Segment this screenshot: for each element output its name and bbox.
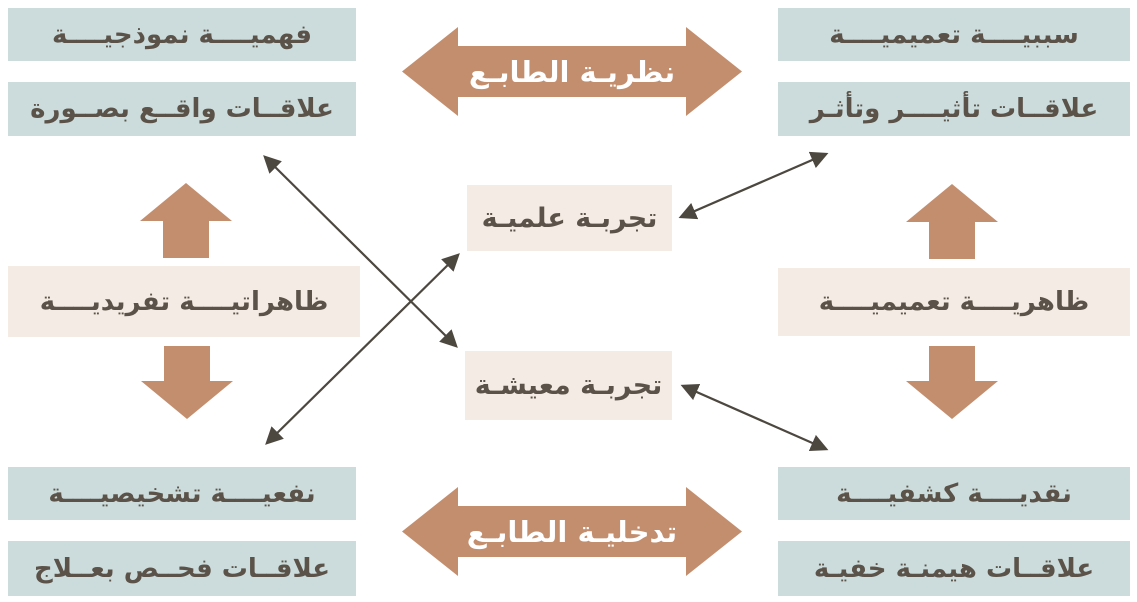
double-arrow-horizontal-icon xyxy=(402,27,742,116)
right-up-arrow-icon xyxy=(906,184,998,263)
intervention-axis-arrow: تدخليـة الطابـع xyxy=(402,487,742,576)
top-right-type-box: سببيــــة تعميميــــة xyxy=(778,8,1130,61)
left-down-arrow-icon xyxy=(141,346,233,423)
bottom-right-relations-box: علاقــات هيمنـة خفيـة xyxy=(778,541,1130,596)
lived-experience-box: تجربـة معيشـة xyxy=(465,351,672,420)
top-left-relations-box: علاقــات واقــع بصــورة xyxy=(8,82,356,136)
left-axis-box: ظاهراتيــــة تفريديــــة xyxy=(8,266,360,337)
top-left-type-box: فهميــــة نموذجيــــة xyxy=(8,8,356,61)
theory-axis-arrow: نظريـة الطابـع xyxy=(402,27,742,116)
right-down-arrow-icon xyxy=(906,346,998,423)
bottom-left-relations-box: علاقــات فحــص بعــلاج xyxy=(8,541,356,596)
bottom-left-type-box: نفعيــــة تشخيصيــــة xyxy=(8,467,356,520)
right-axis-box: ظاهريــــة تعميميــــة xyxy=(778,268,1130,336)
intervention-axis-label: تدخليـة الطابـع xyxy=(466,514,678,549)
scientific-experiment-box: تجربـة علميـة xyxy=(467,185,672,251)
double-arrow-horizontal-icon xyxy=(402,487,742,576)
diagonal-arrow-scientific-to-topright xyxy=(678,151,829,220)
left-up-arrow-icon xyxy=(140,183,232,262)
bottom-right-type-box: نقديــــة كشفيــــة xyxy=(778,467,1130,520)
diagonal-arrow-lived-to-bottomright xyxy=(680,383,829,452)
top-right-relations-box: علاقــات تأثيــــر وتأثـر xyxy=(778,82,1130,136)
theory-axis-label: نظريـة الطابـع xyxy=(468,54,676,89)
